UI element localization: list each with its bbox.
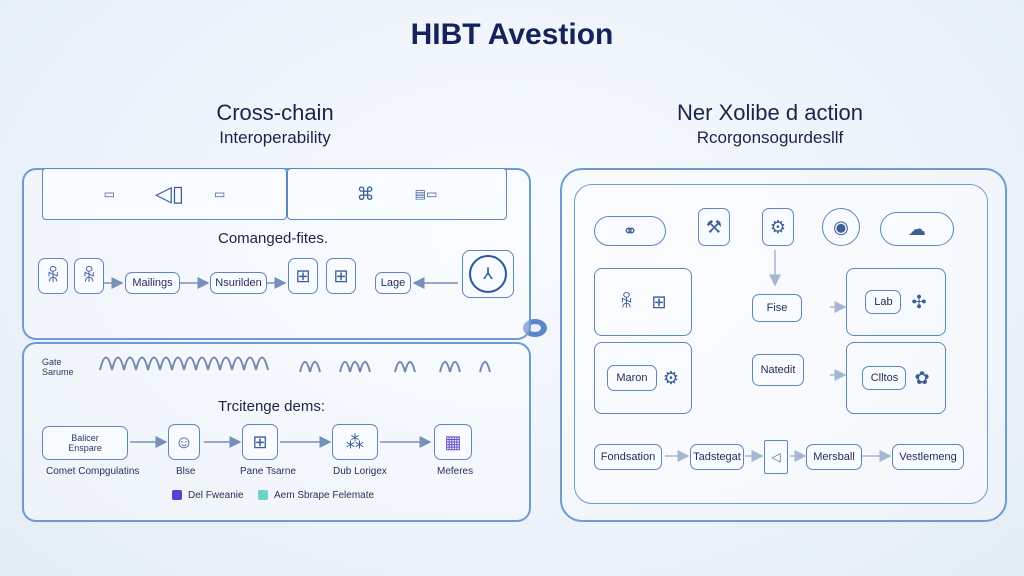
right-group-4: Clltos ✿ (846, 342, 946, 414)
caption-2: Blse (176, 466, 196, 477)
flower-icon: ✿ (914, 368, 930, 388)
nsurilden-box: Nsurilden (210, 272, 267, 294)
mailings-box: Mailings (125, 272, 180, 294)
node-icon-2: ꆜ (74, 258, 104, 294)
doc-icon: ▤▭ (414, 187, 438, 201)
balicer-box: Balicer Enspare (42, 426, 128, 460)
left-top-header-box-2: ⌘ ▤▭ (287, 168, 507, 220)
person-icon: ꆜ (45, 266, 61, 286)
node-icon-7: ⁂ (332, 424, 378, 460)
legend-label-2: Aem Sbrape Felemate (274, 490, 375, 501)
right-group-2: Lab ✣ (846, 268, 946, 336)
balicer-line1: Balicer (71, 433, 99, 443)
section2-label: Trcitenge dems: (218, 398, 325, 415)
legend-label-1: Del Fweanie (188, 490, 244, 501)
molecule-icon: ⁂ (346, 432, 364, 452)
node-icon-5: ☺ (168, 424, 200, 460)
right-icon-2: ⚙ (762, 208, 794, 246)
gate-label-top: Gate (42, 357, 62, 367)
link-icon: ⚭ (622, 221, 638, 241)
caption-3: Pane Tsarne (240, 466, 296, 477)
megaphone-icon: ◁▯ (154, 181, 185, 206)
bottom-box-3: Mersball (806, 444, 862, 470)
cllitos-box: Clltos (862, 366, 907, 390)
bottom-box-4: Vestlemeng (892, 444, 964, 470)
clock-icon: ⅄ (469, 255, 507, 293)
left-top-header-box-1: ▭ ◁▯ ▭ (42, 168, 287, 220)
speaker-icon: ◁ (764, 440, 788, 474)
node-icon-1: ꆜ (38, 258, 68, 294)
gate-label-bottom: Sarume (42, 367, 74, 377)
person-icon: ꆜ (81, 266, 97, 286)
image-icon: ▦ (444, 432, 462, 452)
gear-icon: ⚙ (662, 368, 680, 388)
device-icon: ⊞ (651, 292, 667, 312)
caption-4: Dub Lorigex (333, 466, 387, 477)
person-icon: ☺ (174, 432, 194, 452)
card-icon: ▭ (214, 187, 226, 201)
network-icon: ⌘ (356, 184, 375, 204)
tool-icon: ⚒ (705, 217, 723, 237)
legend-swatch-1 (172, 490, 182, 500)
node-icon-6: ⊞ (242, 424, 278, 460)
section1-label: Comanged-fites. (218, 230, 329, 247)
tool-icon: ⚙ (769, 217, 787, 237)
right-subheading: Rcorgonsogurdesllf (696, 128, 844, 147)
fise-box: Fise (752, 294, 802, 322)
left-heading: Cross-chain (216, 100, 334, 125)
person-icon: ꆜ (619, 292, 634, 312)
legend-swatch-2 (258, 490, 268, 500)
caption-1: Comet Compgulatins (46, 466, 140, 477)
page-title: HIBT Avestion (410, 18, 614, 51)
balicer-line2: Enspare (68, 443, 102, 453)
node-icon-8: ▦ (434, 424, 472, 460)
grid-icon: ⊞ (252, 432, 268, 452)
device-icon: ⊞ (295, 266, 311, 286)
right-heading: Ner Xolibe d action (677, 100, 863, 125)
cloud-icon: ☁ (908, 219, 926, 239)
chip-icon: ▭ (103, 187, 115, 201)
lab-box: Lab (865, 290, 902, 314)
network-icon: ✣ (911, 292, 927, 312)
natedit-box: Natedit (752, 354, 804, 386)
bottom-box-1: Fondsation (594, 444, 662, 470)
right-pill-1: ⚭ (594, 216, 666, 246)
device-icon: ⊞ (333, 266, 349, 286)
node-icon-4: ⊞ (326, 258, 356, 294)
right-icon-1: ⚒ (698, 208, 730, 246)
globe-icon: ◉ (833, 217, 849, 237)
right-icon-3: ◉ (822, 208, 860, 246)
right-pill-2: ☁ (880, 212, 954, 246)
gate-label: Gate Sarume (42, 342, 102, 392)
caption-5: Meferes (437, 466, 474, 477)
left-subheading: Interoperability (219, 128, 331, 147)
clock-box: ⅄ (462, 250, 514, 298)
bottom-box-2: Tadstegat (690, 444, 744, 470)
node-icon-3: ⊞ (288, 258, 318, 294)
right-group-3: Maron ⚙ (594, 342, 692, 414)
right-group-1: ꆜ ⊞ (594, 268, 692, 336)
maron-box: Maron (606, 365, 657, 391)
lage-box: Lage (375, 272, 411, 294)
